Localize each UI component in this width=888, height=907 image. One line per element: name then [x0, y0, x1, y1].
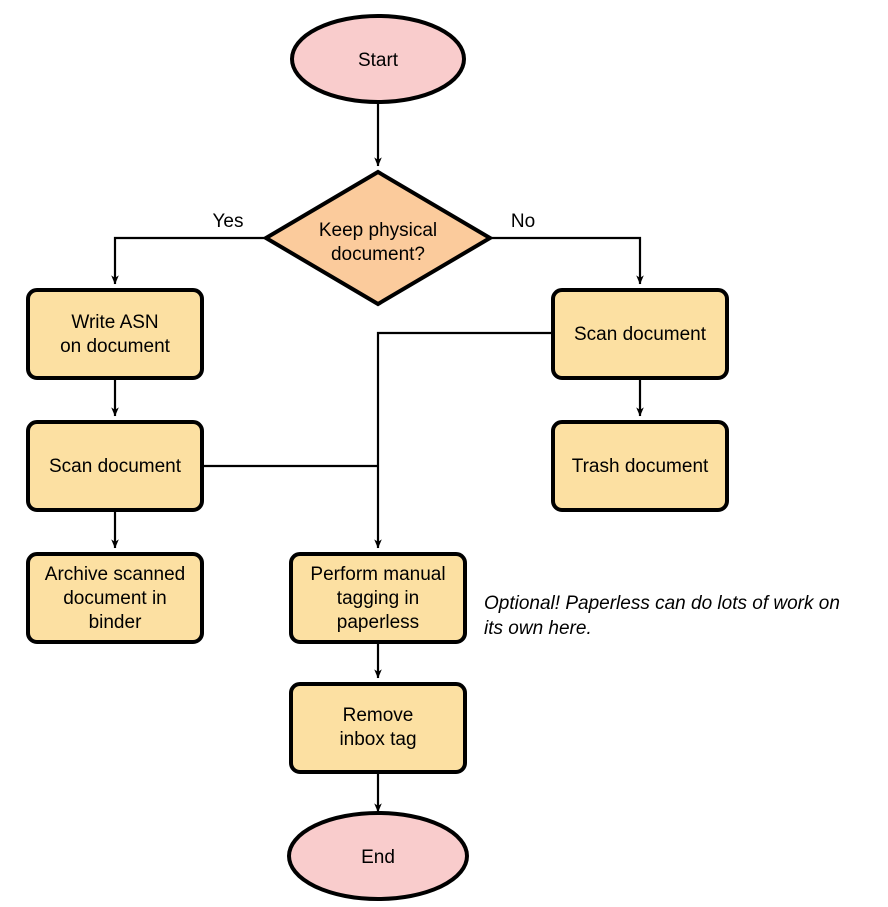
- node-scan-document-left[interactable]: Scan document: [26, 420, 204, 512]
- decision-label-line2: document?: [331, 244, 425, 265]
- start-label: Start: [358, 50, 399, 71]
- decision-diamond[interactable]: [262, 169, 494, 307]
- edge-label-yes: Yes: [213, 211, 244, 232]
- node-start[interactable]: Start: [290, 14, 466, 104]
- write-asn-box[interactable]: [26, 288, 204, 380]
- remove-inbox-tag-label-line2: inbox tag: [339, 729, 416, 750]
- end-label: End: [361, 847, 395, 868]
- trash-document-label: Trash document: [572, 456, 709, 477]
- node-remove-inbox-tag[interactable]: Remove inbox tag: [289, 682, 467, 774]
- tagging-label-line2: tagging in: [337, 588, 419, 609]
- edge-group: [111, 103, 644, 813]
- write-asn-label-line2: on document: [60, 336, 171, 357]
- end-ellipse[interactable]: [287, 811, 469, 901]
- write-asn-label-line1: Write ASN: [71, 312, 158, 333]
- scan-document-left-label: Scan document: [49, 456, 182, 477]
- node-scan-document-right[interactable]: Scan document: [551, 288, 729, 380]
- scan-document-left-box[interactable]: [26, 420, 204, 512]
- archive-box[interactable]: [26, 552, 204, 644]
- decision-label-line1: Keep physical: [319, 220, 437, 241]
- node-perform-manual-tagging[interactable]: Perform manual tagging in paperless: [289, 552, 467, 644]
- remove-inbox-tag-box[interactable]: [289, 682, 467, 774]
- tagging-box[interactable]: [289, 552, 467, 644]
- archive-label-line2: document in: [63, 588, 167, 609]
- scan-document-right-box[interactable]: [551, 288, 729, 380]
- tagging-label-line3: paperless: [337, 612, 419, 633]
- tagging-label-line1: Perform manual: [310, 564, 445, 585]
- node-write-asn[interactable]: Write ASN on document: [26, 288, 204, 380]
- edge-scan-right-to-tagging: [374, 331, 552, 549]
- node-end[interactable]: End: [287, 811, 469, 901]
- edge-decision-no-to-scan-right: [490, 236, 644, 285]
- optional-note-line2: its own here.: [484, 618, 592, 639]
- node-archive-scanned-document[interactable]: Archive scanned document in binder: [26, 552, 204, 644]
- annotation-optional-note: Optional! Paperless can do lots of work …: [484, 593, 840, 639]
- edge-decision-yes-to-write-asn: [111, 236, 265, 285]
- archive-label-line3: binder: [89, 612, 142, 633]
- start-ellipse[interactable]: [290, 14, 466, 104]
- archive-label-line1: Archive scanned: [45, 564, 185, 585]
- node-decision-keep-physical-document[interactable]: Keep physical document?: [262, 169, 494, 307]
- node-trash-document[interactable]: Trash document: [551, 420, 729, 512]
- remove-inbox-tag-label-line1: Remove: [343, 705, 414, 726]
- edge-label-no: No: [511, 211, 535, 232]
- optional-note-line1: Optional! Paperless can do lots of work …: [484, 593, 840, 614]
- scan-document-right-label: Scan document: [574, 324, 707, 345]
- trash-document-box[interactable]: [551, 420, 729, 512]
